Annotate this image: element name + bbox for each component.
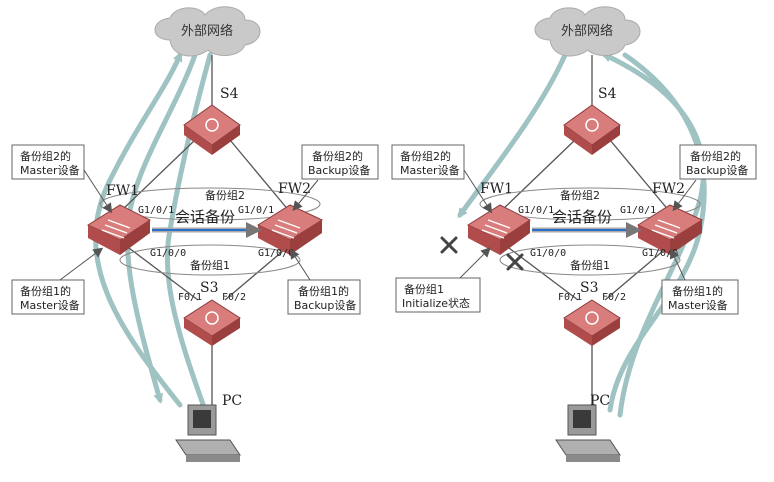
right-callout-fw1-top-line2: Master设备 [400,163,460,177]
left-fw2-bottom-port: G1/0/0 [258,248,294,259]
left-s3-port-right: F0/2 [222,292,246,303]
left-group2-label: 备份组2 [205,188,245,202]
right-callout-fw2-bottom-line2: Master设备 [668,298,728,312]
right-session-label: 会话备份 [552,208,612,226]
left-callout-fw1-bottom-line1: 备份组1的 [20,284,71,298]
right-fw1-top-port: G1/0/1 [518,205,554,216]
right-pc-label: PC [590,393,610,409]
left-group1-label: 备份组1 [190,258,230,272]
left-callouts: 备份组2的 Master设备 备份组1的 Master设备 备份组2的 Back… [11,144,379,315]
right-s4-label: S4 [598,86,617,102]
right-fw1-label: FW1 [480,181,513,197]
right-s3-switch: S3 F0/1 F0/2 [558,280,626,346]
left-callout-fw2-bottom-line2: Backup设备 [294,298,356,312]
firewall-icon [651,219,681,239]
right-pc: PC [555,393,621,462]
right-s4-switch: S4 [563,86,621,155]
left-session-label: 会话备份 [175,208,235,226]
right-callout-fw1-top-line1: 备份组2的 [400,149,451,163]
left-cloud: 外部网络 [154,6,261,57]
right-failure-marks [440,236,524,271]
right-callout-fw2-top-line2: Backup设备 [686,163,748,177]
left-s3-port-left: F0/1 [178,292,202,303]
firewall-icon [271,219,301,239]
fw1-uplink-fault-icon [440,236,458,254]
switch-icon [205,311,219,325]
right-fw1-bottom-port: G1/0/0 [530,248,566,259]
left-callout-fw1-top-line2: Master设备 [20,163,80,177]
left-cloud-label: 外部网络 [181,23,233,39]
left-fw2-firewall: FW2 G1/0/1 G1/0/0 [238,181,324,259]
right-cloud-label: 外部网络 [561,23,613,39]
left-session-backup: 会话备份 [152,208,262,238]
right-group2-label: 备份组2 [560,188,600,202]
left-callout-fw2-bottom-line1: 备份组1的 [298,284,349,298]
firewall-icon [101,219,131,239]
left-s3-switch: S3 F0/1 F0/2 [178,280,246,346]
left-group1-ellipse [119,244,301,276]
right-fw2-label: FW2 [652,181,685,197]
right-group2-ellipse [479,187,701,221]
right-group1-label: 备份组1 [570,258,610,272]
left-fw2-top-port: G1/0/1 [238,205,274,216]
right-s3-label: S3 [580,280,599,296]
left-group2-ellipse [99,187,321,221]
left-s3-label: S3 [200,280,219,296]
right-fw2-bottom-port: G1/0/0 [642,248,678,259]
right-fw2-top-port: G1/0/1 [620,205,656,216]
right-callout-fw1-bottom-line2: Initialize状态 [402,296,470,310]
switch-icon [585,118,599,132]
right-s3-port-right: F0/2 [602,292,626,303]
right-cloud: 外部网络 [534,6,641,57]
right-panel: 外部网络 备份组2 备份组1 S4 [391,6,757,462]
fw1-downlink-fault-icon [506,253,524,271]
right-callout-fw2-bottom-line1: 备份组1的 [672,284,723,298]
firewall-icon [481,219,511,239]
switch-icon [585,311,599,325]
left-pc: PC [175,393,242,462]
left-panel: 外部网络 备份组2 备份组1 S4 [11,6,379,462]
left-callout-fw2-top-line2: Backup设备 [308,163,370,177]
right-fw1-firewall: FW1 G1/0/1 G1/0/0 [466,181,566,259]
right-group1-ellipse [499,244,681,276]
left-fw1-firewall: FW1 G1/0/1 G1/0/0 [86,183,186,259]
switch-icon [205,118,219,132]
right-callout-fw1-bottom-line1: 备份组1 [404,282,444,296]
left-fw1-label: FW1 [106,183,139,199]
right-s3-port-left: F0/1 [558,292,582,303]
left-fw1-top-port: G1/0/1 [138,205,174,216]
left-pc-label: PC [222,393,242,409]
right-fw2-firewall: FW2 G1/0/1 G1/0/0 [620,181,704,259]
left-s4-switch: S4 [183,86,241,155]
left-callout-fw2-top-line1: 备份组2的 [312,149,363,163]
left-s4-label: S4 [220,86,239,102]
right-callout-fw2-top-line1: 备份组2的 [690,149,741,163]
left-callout-fw1-bottom-line2: Master设备 [20,298,80,312]
left-fw1-bottom-port: G1/0/0 [150,248,186,259]
right-session-backup: 会话备份 [532,208,642,238]
left-flow-outer-up [93,51,183,408]
left-callout-fw1-top-line1: 备份组2的 [20,149,71,163]
right-callouts: 备份组2的 Master设备 备份组1 Initialize状态 备份组2的 B… [391,144,757,315]
right-flow-fw1-down [457,52,568,219]
left-fw2-label: FW2 [278,181,311,197]
